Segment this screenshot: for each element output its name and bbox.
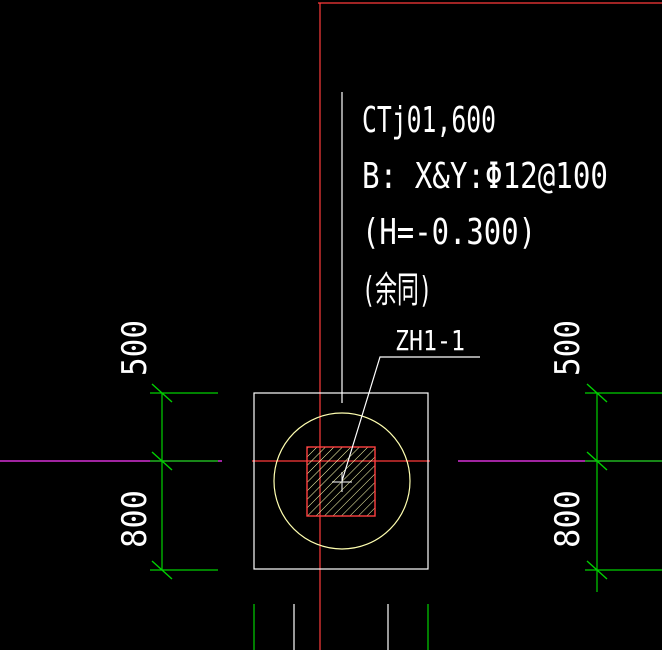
- pile-label: ZH1-1: [395, 324, 465, 357]
- annotation-line-2: B: X&Y:Φ12@100: [362, 156, 608, 197]
- pile-cap-outline: [253, 392, 429, 570]
- dim-left-lower: 800: [115, 490, 155, 548]
- annotation-line-1: CTj01,600: [362, 100, 496, 141]
- pile-circle: [273, 412, 411, 550]
- dim-left-upper: 500: [115, 320, 155, 376]
- dim-right-upper: 500: [548, 320, 588, 376]
- left-dimension: [150, 383, 218, 580]
- bottom-lines: [253, 604, 429, 650]
- annotation-line-4: (余同): [362, 270, 432, 311]
- dim-right-lower: 800: [548, 490, 588, 548]
- annotation-line-3: (H=-0.300): [362, 212, 536, 253]
- pile-label-leader: [341, 356, 480, 482]
- right-dimension: [585, 383, 662, 592]
